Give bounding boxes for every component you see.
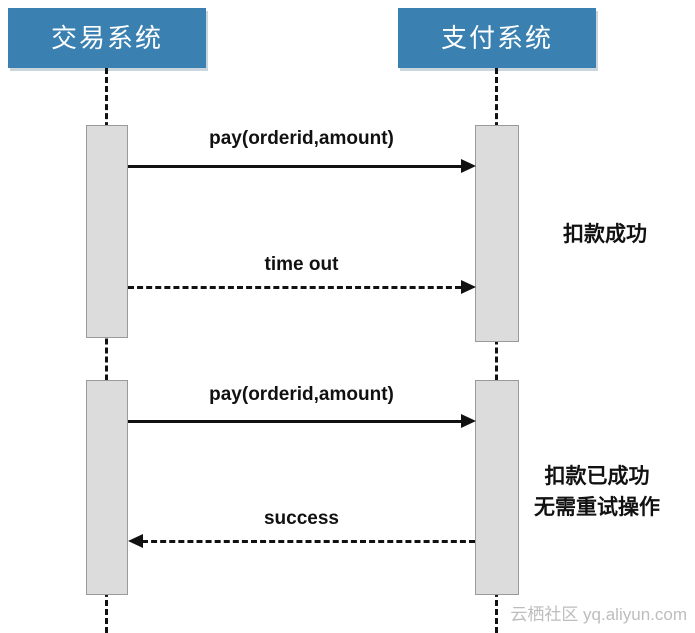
watermark-text: 云栖社区 yq.aliyun.com xyxy=(510,605,687,624)
activation-bar-payment-1 xyxy=(475,125,519,342)
annotation-line-1: 扣款已成功 xyxy=(544,465,650,488)
activation-bar-payment-2 xyxy=(475,380,519,595)
message-line-timeout xyxy=(128,286,461,289)
arrowhead-left-icon xyxy=(128,534,143,548)
arrowhead-right-icon xyxy=(461,159,476,173)
annotation-already-deducted: 扣款已成功 无需重试操作 xyxy=(503,461,691,523)
actor-label-payment-system: 支付系统 xyxy=(440,23,553,53)
actor-box-payment-system: 支付系统 xyxy=(398,8,596,68)
message-label-pay-2: pay(orderid,amount) xyxy=(209,384,394,405)
message-line-pay-2 xyxy=(128,420,461,423)
annotation-line-2: 无需重试操作 xyxy=(534,496,660,519)
message-label-success: success xyxy=(263,508,339,529)
lifeline-trading-system xyxy=(105,68,108,633)
message-label-pay-1: pay(orderid,amount) xyxy=(209,128,394,149)
lifeline-payment-system xyxy=(495,68,498,633)
message-line-success xyxy=(142,540,475,543)
arrowhead-right-icon xyxy=(461,280,476,294)
actor-label-trading-system: 交易系统 xyxy=(50,23,163,53)
activation-bar-trading-1 xyxy=(86,125,128,338)
message-line-pay-1 xyxy=(128,165,461,168)
message-label-timeout: time out xyxy=(264,254,339,275)
activation-bar-trading-2 xyxy=(86,380,128,595)
arrowhead-right-icon xyxy=(461,414,476,428)
actor-box-trading-system: 交易系统 xyxy=(8,8,206,68)
annotation-deduction-success: 扣款成功 xyxy=(563,223,647,246)
